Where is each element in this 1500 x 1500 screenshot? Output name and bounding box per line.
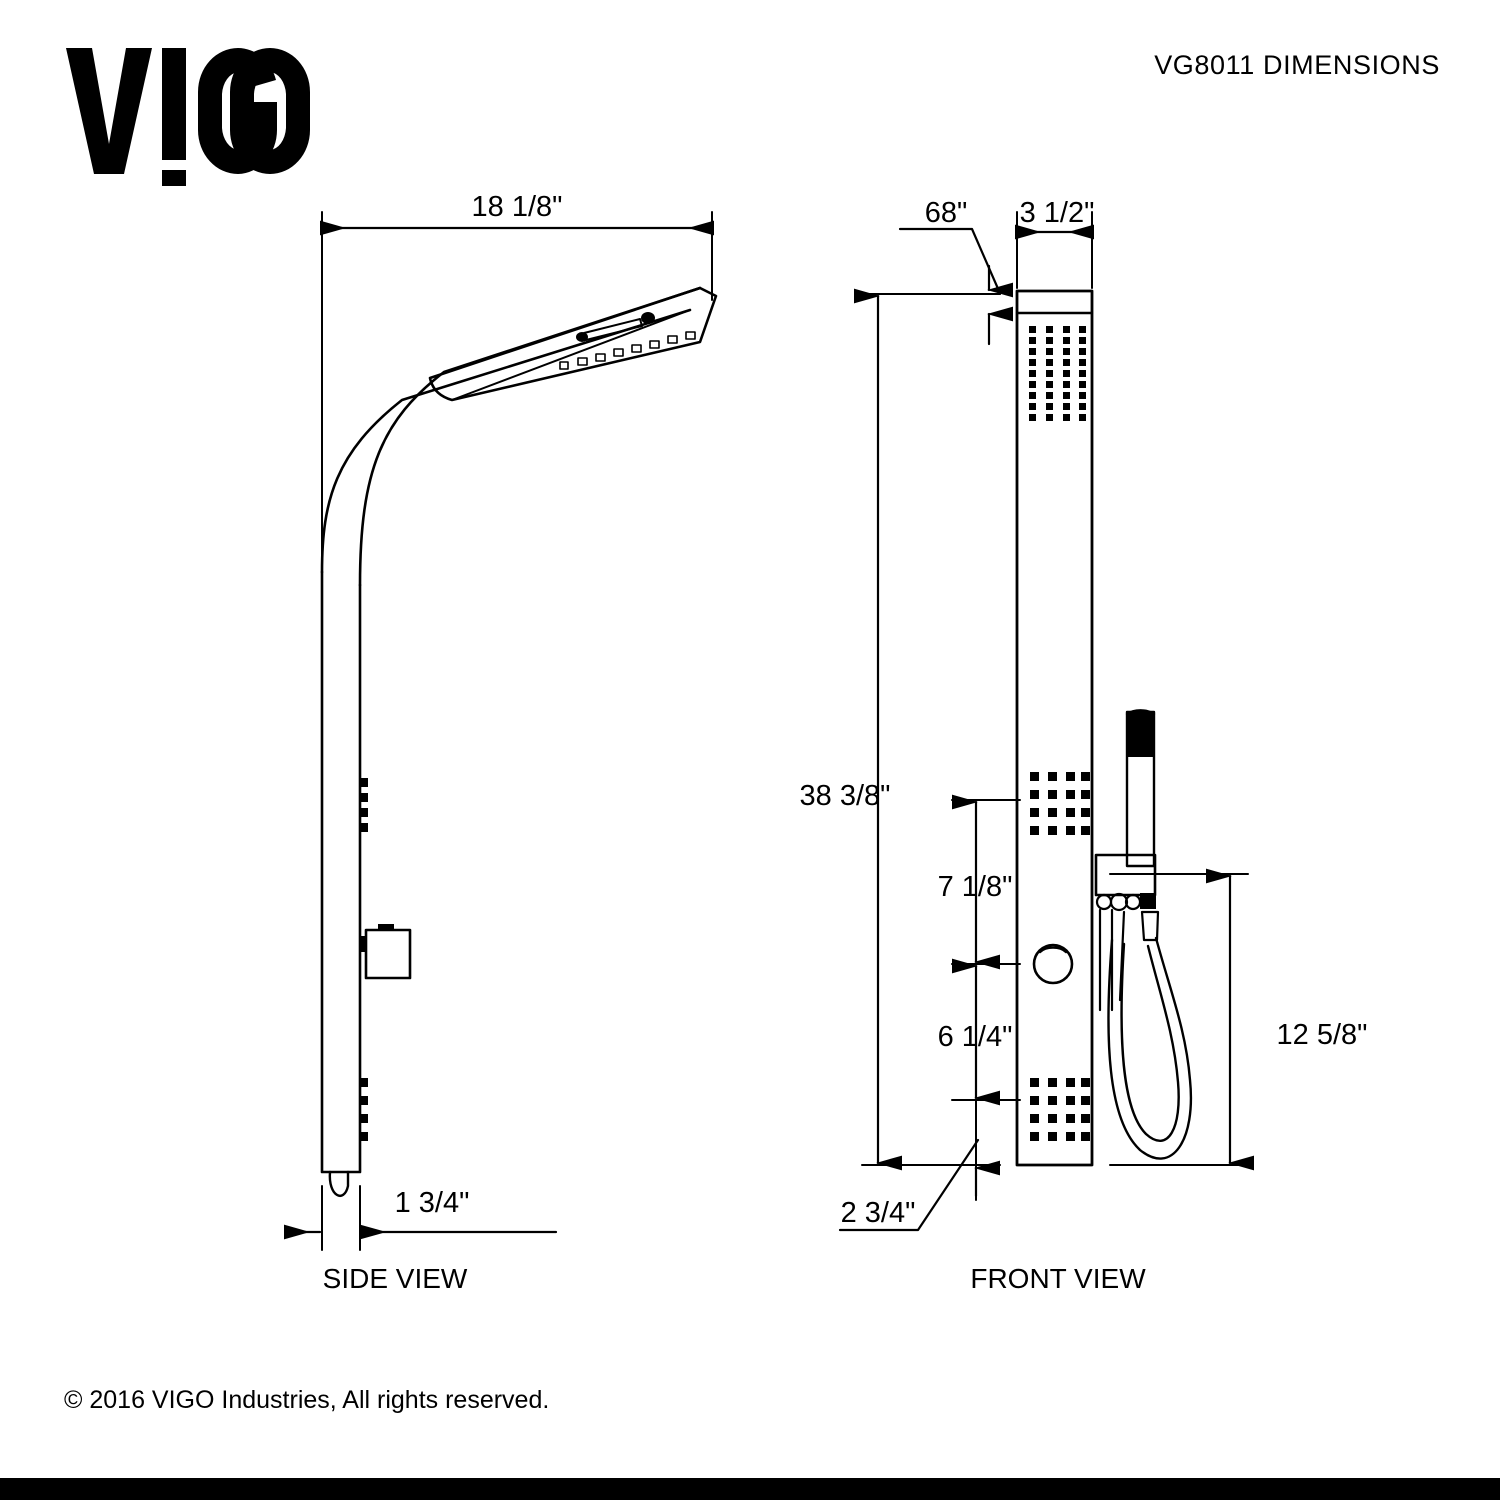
view-label-front: FRONT VIEW [970,1263,1146,1294]
copyright-notice: © 2016 VIGO Industries, All rights reser… [64,1386,550,1414]
page-title: VG8011 DIMENSIONS [1154,50,1440,80]
dimension-front-hose-drop: 12 5/8" [1277,1019,1368,1051]
dimension-front-mount-height: 68" [925,197,968,229]
logo-letter-i [162,48,186,160]
logo-letter-o [230,48,310,174]
dimension-front-lower-jet-to-bottom: 2 3/4" [841,1197,916,1229]
front-view-geometry [838,211,1255,1232]
dimension-front-upper-jet-to-valve: 7 1/8" [938,871,1013,903]
logo-letter-i-dot [162,170,186,186]
dimension-front-valve-to-lower-jet: 6 1/4" [938,1021,1013,1053]
logo-letter-v [66,48,152,174]
vigo-logo [64,46,314,186]
dimension-side-panel-depth: 1 3/4" [395,1187,470,1219]
side-view-geometry [283,211,718,1251]
view-label-side: SIDE VIEW [323,1263,468,1294]
dimension-front-overall-height: 38 3/8" [800,780,891,812]
dimension-side-overall-depth: 18 1/8" [472,191,563,223]
bottom-bar [0,1478,1500,1500]
dimension-front-panel-width: 3 1/2" [1020,197,1095,229]
